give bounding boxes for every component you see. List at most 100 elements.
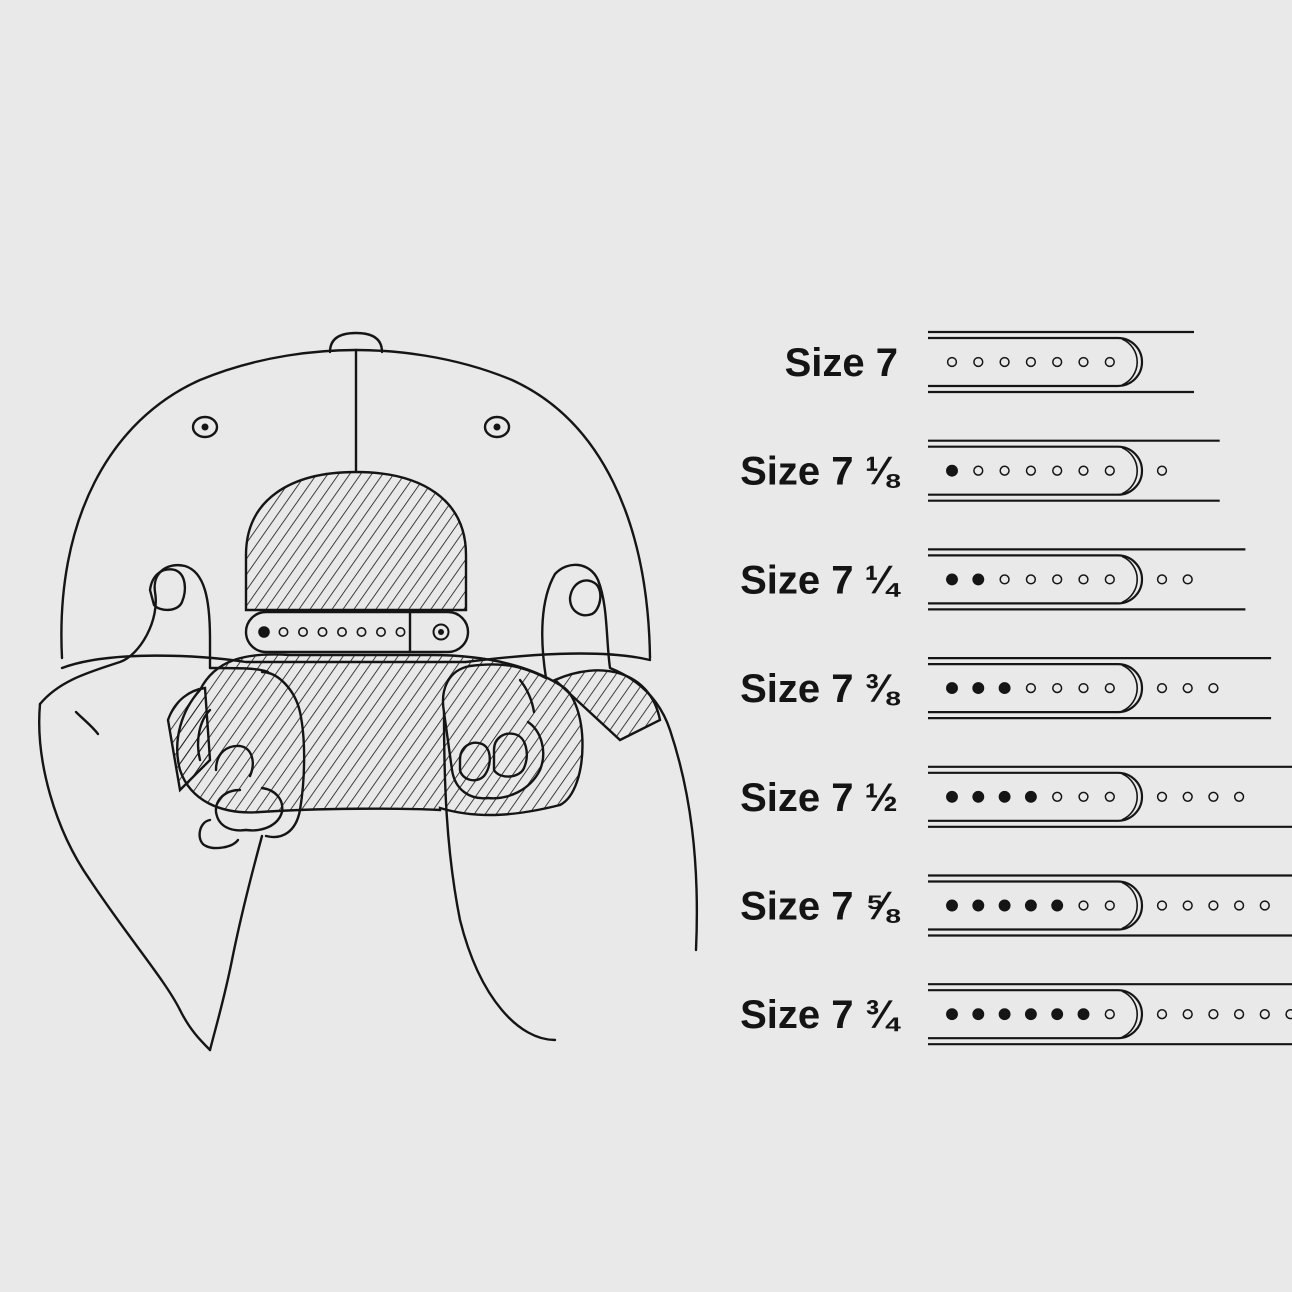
- strap-hole-open: [1052, 465, 1063, 476]
- strap-hole-filled: [1024, 899, 1037, 912]
- size-label: Size 7 ⅛: [740, 450, 901, 494]
- strap-hole-open: [1182, 791, 1193, 802]
- strap-hole-open: [1104, 574, 1115, 585]
- cap-rim: [60, 652, 652, 670]
- cap-back-opening: [244, 470, 468, 612]
- strap-hole-filled: [1051, 899, 1064, 912]
- strap-hole-open: [1052, 356, 1063, 368]
- strap-hole-filled: [998, 1008, 1011, 1021]
- strap-tongue-edge: [1121, 338, 1138, 386]
- strap-tongue: [928, 880, 1144, 931]
- strap-hole-open: [1182, 1009, 1193, 1020]
- size-chart: Size 7 Size 7 ⅛ Size 7 ¼ Size 7 ⅜ Size 7 ½ Si…: [740, 330, 1292, 1046]
- strap-hole-filled: [1024, 790, 1037, 803]
- strap-tongue-edge: [1121, 990, 1138, 1038]
- strap-tongue-edge: [1121, 555, 1138, 604]
- strap-hole-open: [1078, 900, 1089, 911]
- strap-hole-filled: [946, 573, 958, 586]
- cap-eyelet-left: [191, 415, 219, 439]
- size-label: Size 7 ¾: [740, 993, 902, 1037]
- strap-hole-open: [1104, 356, 1115, 368]
- strap-hole-open: [317, 626, 328, 637]
- strap-hole-open: [1208, 1009, 1219, 1020]
- strap-hole-open: [297, 626, 308, 637]
- strap-hole-open: [1078, 465, 1089, 476]
- cap-side-shadow-left: [166, 686, 212, 793]
- strap-hole-open: [1156, 900, 1168, 911]
- right-hand: [441, 563, 699, 1042]
- strap-tongue: [928, 554, 1144, 605]
- strap-hole-filled: [1077, 1008, 1090, 1021]
- strap-hole-filled: [972, 790, 985, 803]
- strap-hole-filled: [998, 790, 1011, 803]
- strap-hole-open: [1233, 1009, 1245, 1020]
- strap-hole-open: [1285, 1009, 1292, 1020]
- strap-hole-open: [1104, 682, 1115, 694]
- strap-hole-open: [1104, 465, 1115, 476]
- cap-snapback-strap: [244, 610, 470, 654]
- strap-hole-open: [1025, 574, 1037, 585]
- strap-hole-open: [356, 626, 367, 637]
- strap-hole-filled: [1051, 1008, 1064, 1021]
- strap-hole-open: [1078, 574, 1089, 585]
- size-row: Size 7 ¼: [740, 548, 1246, 611]
- strap-tongue-edge: [1121, 446, 1138, 495]
- strap-hole-open: [1156, 791, 1168, 802]
- strap-hole-open: [1025, 465, 1037, 476]
- strap-hole-open: [1052, 791, 1063, 802]
- strap-hole-open: [999, 574, 1010, 585]
- size-row: Size 7 ⅝: [740, 874, 1292, 937]
- strap-hole-open: [1182, 900, 1193, 911]
- strap-hole-filled: [998, 899, 1011, 912]
- size-label: Size 7: [785, 341, 898, 385]
- size-row: Size 7 ⅛: [740, 439, 1220, 502]
- size-label: Size 7 ½: [740, 776, 898, 820]
- size-row: Size 7 ½: [740, 765, 1292, 828]
- cap-eyelet-right: [483, 415, 511, 439]
- strap-diagram: [928, 330, 1194, 394]
- strap-hole-open: [1078, 682, 1089, 694]
- strap-hole-open: [1104, 900, 1115, 911]
- strap-hole-filled: [946, 464, 958, 477]
- strap-hole-open: [395, 626, 406, 637]
- strap-diagram: [928, 548, 1246, 611]
- strap-hole-filled: [258, 626, 270, 638]
- strap-hole-filled: [946, 790, 958, 803]
- size-label: Size 7 ¼: [740, 558, 902, 602]
- strap-hole-filled: [946, 1008, 958, 1021]
- left-hand: [38, 563, 306, 1052]
- strap-hole-filled: [972, 899, 985, 912]
- strap-hole-open: [1104, 1009, 1115, 1020]
- strap-hole-open: [375, 626, 386, 637]
- strap-hole-open: [1233, 900, 1245, 911]
- strap-hole-filled: [946, 682, 958, 695]
- strap-tongue: [928, 989, 1144, 1040]
- strap-hole-open: [1233, 791, 1245, 802]
- strap-hole-open: [1025, 682, 1037, 694]
- strap-diagram: [928, 874, 1292, 937]
- strap-tongue: [928, 336, 1144, 388]
- strap-hole-open: [1156, 574, 1168, 585]
- strap-hole-filled: [998, 682, 1011, 695]
- size-row: Size 7 ⅜: [740, 656, 1272, 720]
- strap-diagram: [928, 765, 1292, 828]
- strap-hole-open: [1259, 1009, 1270, 1020]
- strap-hole-open: [1052, 574, 1063, 585]
- strap-hole-open: [1156, 682, 1168, 694]
- strap-hole-open: [973, 465, 984, 476]
- strap-diagram: [928, 439, 1220, 502]
- size-row: Size 7: [785, 330, 1194, 394]
- size-label: Size 7 ⅜: [740, 667, 901, 711]
- strap-hole-open: [1078, 356, 1089, 368]
- cap-inner-band: [176, 653, 584, 817]
- strap-diagram: [928, 983, 1292, 1046]
- size-row: Size 7 ¾: [740, 983, 1292, 1046]
- strap-tongue: [928, 771, 1144, 822]
- strap-tongue-edge: [1121, 881, 1138, 930]
- strap-tongue-edge: [1121, 773, 1138, 821]
- strap-hole-filled: [1024, 1008, 1037, 1021]
- strap-hole-open: [1182, 574, 1193, 585]
- strap-hole-open: [1208, 791, 1219, 802]
- size-label: Size 7 ⅝: [740, 885, 901, 929]
- strap-hole-open: [946, 356, 958, 368]
